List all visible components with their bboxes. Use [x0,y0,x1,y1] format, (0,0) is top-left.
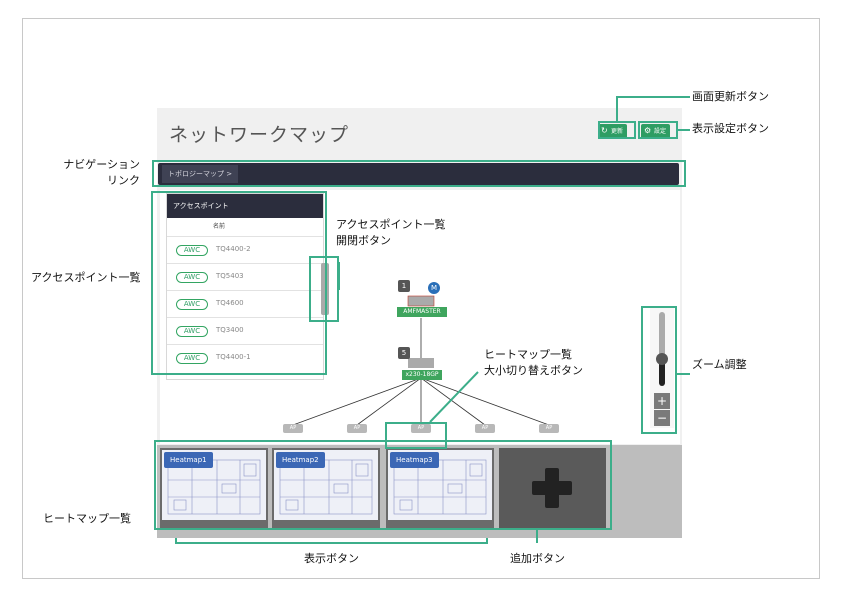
list-item[interactable]: AWC TQ4400-2 [167,236,323,263]
refresh-icon: ↻ [601,126,608,135]
annotation-show-buttons: 表示ボタン [304,552,359,565]
annotation-add-button: 追加ボタン [510,552,565,565]
access-point-panel: アクセスポイント 名前 AWC TQ4400-2 AWC TQ5403 AWC … [166,193,324,380]
access-point-panel-header: アクセスポイント [167,194,323,218]
callout-zoom [641,306,677,434]
breadcrumb: トポロジーマップ > [158,163,679,185]
list-item[interactable]: AWC TQ4400-1 [167,344,323,371]
gear-icon: ⚙ [644,126,652,135]
zoom-in-button[interactable]: + [654,393,670,409]
annotation-navigation-line1: ナビゲーション [63,158,140,171]
ap-node-icon[interactable]: AP [283,424,303,433]
callout-refresh [598,121,636,139]
refresh-button[interactable]: ↻ 更新 [598,124,628,139]
heatmap-label: Heatmap2 [276,452,325,468]
callout-heatmap-size [385,422,447,449]
switch-count-badge: 5 [398,347,410,359]
annotation-navigation-line2: リンク [107,174,140,187]
master-role-badge: M [428,282,440,294]
master-count-badge: 1 [398,280,410,292]
ap-name: TQ4400-1 [216,353,251,361]
heatmap-label: Heatmap3 [390,452,439,468]
awc-badge: AWC [176,326,208,337]
annotation-refresh: 画面更新ボタン [692,90,769,103]
settings-button[interactable]: ⚙ 設定 [641,124,671,139]
annotation-heatmap-size-line1: ヒートマップ一覧 [484,348,572,361]
annotation-ap-list: アクセスポイント一覧 [31,271,141,284]
zoom-out-button[interactable]: − [654,410,670,426]
list-item[interactable]: AWC TQ3400 [167,317,323,344]
master-switch-label[interactable]: AMFMASTER [397,307,447,317]
ap-node-icon[interactable]: AP [411,424,431,433]
ap-name: TQ4400-2 [216,245,251,253]
heatmap-label: Heatmap1 [164,452,213,468]
zoom-slider-fill [659,356,665,386]
floor-plan-drawing [393,459,487,515]
callout-navigation [152,160,686,187]
callout-settings [638,121,678,139]
annotation-zoom: ズーム調整 [692,358,747,371]
floor-plan-drawing [279,459,373,515]
zoom-slider-handle[interactable] [656,353,668,365]
ap-node-icon[interactable]: AP [475,424,495,433]
ap-name: TQ3400 [216,326,244,334]
awc-badge: AWC [176,272,208,283]
annotation-heatmap-size: ヒートマップ一覧 大小切り替えボタン [484,347,583,379]
edge-switch-icon[interactable] [408,358,434,368]
heatmap-thumbnail[interactable]: Heatmap1 [160,448,268,528]
settings-button-label: 設定 [654,128,667,135]
plus-icon-bar [532,481,572,495]
callout-heatmap-list [154,440,612,530]
annotation-settings: 表示設定ボタン [692,122,769,135]
awc-badge: AWC [176,353,208,364]
awc-badge: AWC [176,245,208,256]
heatmap-thumbnail[interactable]: Heatmap2 [272,448,380,528]
zoom-slider-track[interactable] [659,312,665,380]
annotation-ap-toggle-line2: 開閉ボタン [336,234,391,247]
zoom-control: + − [650,306,674,428]
annotation-heatmap-list: ヒートマップ一覧 [43,512,131,525]
master-switch-icon[interactable] [407,295,435,307]
annotation-ap-toggle: アクセスポイント一覧 開閉ボタン [336,217,445,249]
callout-ap-list [151,191,327,375]
annotation-ap-toggle-line1: アクセスポイント一覧 [336,218,446,231]
heatmap-thumbnail[interactable]: Heatmap3 [386,448,494,528]
add-heatmap-button[interactable] [499,448,606,528]
column-header-name: 名前 [213,223,226,230]
refresh-button-label: 更新 [611,128,624,135]
annotation-navigation: ナビゲーション リンク [40,157,140,189]
ap-node-icon[interactable]: AP [539,424,559,433]
network-map-app: ネットワークマップ ↻ 更新 ⚙ 設定 トポロジーマップ > アクセスポイント … [157,108,682,538]
annotation-heatmap-size-line2: 大小切り替えボタン [484,364,583,377]
awc-badge: AWC [176,299,208,310]
ap-name: TQ4600 [216,299,244,307]
list-item[interactable]: AWC TQ5403 [167,263,323,290]
page-title: ネットワークマップ [169,124,350,146]
floor-plan-drawing [167,459,261,515]
edge-switch-label[interactable]: x230-18GP [402,370,442,380]
breadcrumb-topology-link[interactable]: トポロジーマップ > [162,165,239,183]
list-item[interactable]: AWC TQ4600 [167,290,323,317]
ap-name: TQ5403 [216,272,244,280]
ap-node-icon[interactable]: AP [347,424,367,433]
floor-plan-image [162,450,266,520]
